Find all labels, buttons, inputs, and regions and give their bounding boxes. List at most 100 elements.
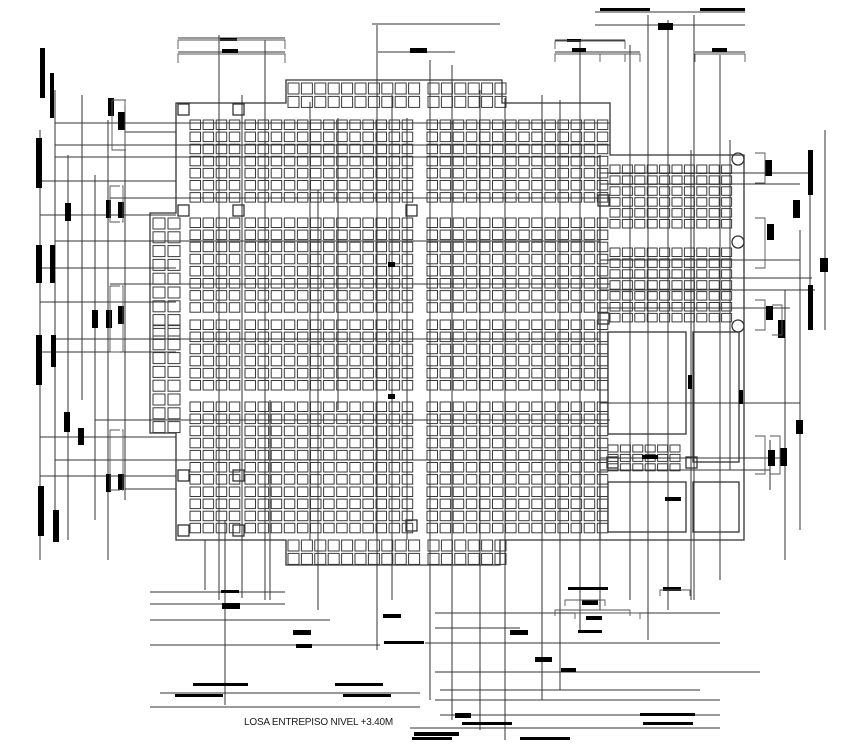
coffer <box>244 380 256 391</box>
coffer <box>202 143 215 155</box>
coffer <box>439 401 452 412</box>
coffer <box>544 302 556 313</box>
coffer <box>323 155 335 167</box>
rebar-mark <box>567 39 581 42</box>
coffer <box>189 331 201 343</box>
coffer <box>683 280 695 290</box>
coffer <box>505 498 517 510</box>
coffer <box>257 425 270 437</box>
rebar-mark <box>767 224 774 240</box>
coffer <box>323 119 335 130</box>
coffer <box>531 155 543 167</box>
coffer <box>362 143 374 155</box>
coffer <box>505 319 517 330</box>
coffer <box>323 131 335 143</box>
coffer <box>354 552 367 565</box>
coffer <box>228 217 241 228</box>
coffer <box>696 164 708 174</box>
coffer <box>646 175 658 185</box>
coffer <box>228 331 241 343</box>
coffer <box>621 302 633 312</box>
coffer <box>323 425 335 437</box>
coffer <box>336 241 348 253</box>
coffer <box>270 302 283 313</box>
coffer <box>362 155 374 167</box>
coffer <box>310 380 322 391</box>
coffer <box>721 208 733 218</box>
column-square <box>597 194 610 207</box>
coffer <box>478 241 491 253</box>
coffer <box>310 522 322 534</box>
coffer <box>362 380 374 391</box>
coffer <box>270 217 283 228</box>
coffer <box>152 393 166 406</box>
coffer <box>721 280 733 290</box>
coffer <box>426 522 438 534</box>
coffer <box>439 498 452 510</box>
coffer <box>202 380 215 391</box>
coffer <box>323 290 335 301</box>
coffer <box>283 413 296 425</box>
coffer <box>492 380 504 391</box>
coffer <box>439 355 452 367</box>
coffer <box>336 319 348 330</box>
coffer <box>310 265 322 277</box>
coffer <box>621 175 633 185</box>
coffer <box>557 498 569 510</box>
coffer <box>257 462 270 473</box>
coffer <box>465 290 478 301</box>
coffer <box>228 462 241 473</box>
coffer <box>596 290 609 301</box>
coffer <box>505 192 517 203</box>
coffer <box>426 401 438 412</box>
coffer <box>189 449 201 461</box>
coffer <box>609 291 621 301</box>
coffer <box>452 131 465 143</box>
coffer <box>426 355 438 367</box>
coffer <box>296 265 309 277</box>
coffer <box>531 413 543 425</box>
coffer <box>544 192 556 203</box>
coffer <box>440 539 453 552</box>
coffer <box>426 462 438 473</box>
coffer <box>349 437 361 449</box>
coffer <box>189 290 201 301</box>
coffer <box>646 219 658 229</box>
column-square <box>597 312 610 325</box>
coffer <box>362 319 374 330</box>
coffer <box>310 302 322 313</box>
coffer <box>518 522 530 534</box>
coffer <box>659 219 671 229</box>
coffer <box>557 229 569 241</box>
coffer <box>452 180 465 191</box>
coffer <box>323 331 335 343</box>
coffer <box>557 241 569 253</box>
coffer <box>283 331 296 343</box>
coffer <box>283 265 296 277</box>
stair-opening <box>607 481 687 533</box>
coffer <box>505 119 517 130</box>
coffer <box>228 155 241 167</box>
coffer <box>228 437 241 449</box>
coffer <box>426 486 438 497</box>
coffer <box>189 401 201 412</box>
section-bracket <box>755 299 766 331</box>
rebar-mark <box>50 245 55 283</box>
coffer <box>518 192 530 203</box>
coffer <box>478 143 491 155</box>
coffer <box>531 331 543 343</box>
coffer <box>375 510 387 522</box>
coffer <box>189 462 201 473</box>
coffer <box>244 302 256 313</box>
coffer <box>478 401 491 412</box>
column-square <box>232 469 245 482</box>
coffer <box>296 367 309 379</box>
coffer <box>531 462 543 473</box>
coffer <box>202 265 215 277</box>
coffer <box>634 280 646 290</box>
coffer <box>683 219 695 229</box>
coffer <box>215 474 228 485</box>
coffer <box>202 449 215 461</box>
coffer <box>544 498 556 510</box>
